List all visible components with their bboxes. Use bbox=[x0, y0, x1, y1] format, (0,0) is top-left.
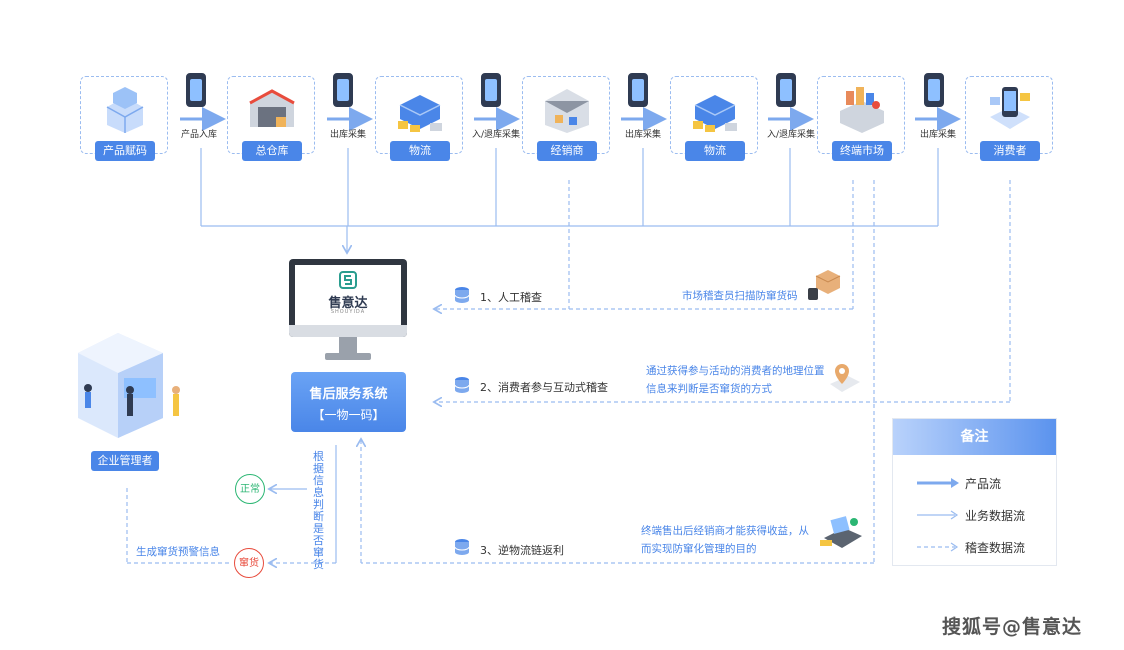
node-label: 物流 bbox=[390, 141, 450, 161]
check-method-1: 1、人工稽查 bbox=[480, 291, 542, 304]
judge-lines bbox=[270, 445, 337, 563]
logistics-icon bbox=[693, 95, 737, 132]
logo-icon bbox=[339, 271, 357, 289]
legend-line-business bbox=[917, 510, 959, 520]
step-label: 出库采集 bbox=[625, 130, 662, 140]
watermark: 搜狐号@售意达 bbox=[942, 616, 1083, 638]
logistics-icon bbox=[398, 95, 442, 132]
check-method-2: 2、消费者参与互动式稽查 bbox=[480, 381, 608, 394]
node-consumer[interactable]: 消费者 bbox=[965, 76, 1053, 161]
phone-icon bbox=[481, 73, 501, 107]
step-label: 入/退库采集 bbox=[472, 130, 521, 140]
status-normal: 正常 bbox=[235, 474, 265, 504]
legend-title: 备注 bbox=[893, 419, 1056, 455]
servers-icon bbox=[106, 87, 144, 133]
legend-label-inspection: 稽查数据流 bbox=[965, 541, 1026, 555]
enterprise-manager-label: 企业管理者 bbox=[91, 451, 159, 471]
check-note-2: 通过获得参与活动的消费者的地理位置 信息来判断是否窜货的方式 bbox=[646, 365, 825, 395]
database-icon bbox=[454, 377, 470, 393]
warning-text: 生成窜货预警信息 bbox=[136, 546, 220, 558]
after-sales-system[interactable]: 售后服务系统 【一物一码】 bbox=[291, 372, 406, 432]
node-label: 产品赋码 bbox=[95, 141, 155, 161]
warehouse-icon bbox=[249, 89, 295, 127]
node-main-warehouse[interactable]: 总仓库 bbox=[227, 76, 315, 161]
step-label: 入/退库采集 bbox=[767, 130, 816, 140]
phone-icon bbox=[186, 73, 206, 107]
check-note-1: 市场稽查员扫描防窜货码 bbox=[682, 290, 798, 302]
phone-icon bbox=[628, 73, 648, 107]
node-label: 物流 bbox=[685, 141, 745, 161]
node-label: 总仓库 bbox=[242, 141, 302, 161]
logo-text: 售意达 bbox=[328, 296, 368, 311]
legend-line-inspection bbox=[917, 542, 959, 552]
node-label: 终端市场 bbox=[832, 141, 892, 161]
system-subtitle: 【一物一码】 bbox=[312, 408, 385, 422]
node-logistics-1[interactable]: 物流 bbox=[375, 76, 463, 161]
consumer-icon bbox=[990, 87, 1030, 129]
judge-text: 根据信息判断是否窜货 bbox=[313, 450, 324, 571]
legend: 备注 产品流 业务数据流 稽查数据流 bbox=[892, 418, 1057, 566]
system-monitor: 售意达 SHOUYIDA bbox=[289, 259, 407, 369]
database-icon bbox=[454, 539, 470, 555]
node-label: 经销商 bbox=[537, 141, 597, 161]
status-abnormal: 窜货 bbox=[234, 548, 264, 578]
step-label: 产品入库 bbox=[181, 130, 218, 140]
database-icon bbox=[454, 287, 470, 303]
node-product-coding[interactable]: 产品赋码 bbox=[80, 76, 168, 161]
inspection-data-lines bbox=[126, 180, 1011, 563]
enterprise-building-icon bbox=[78, 333, 180, 438]
node-label: 消费者 bbox=[980, 141, 1040, 161]
phone-icon bbox=[776, 73, 796, 107]
legend-label-business: 业务数据流 bbox=[965, 509, 1026, 523]
check-note-3: 终端售出后经销商才能获得收益，从 而实现防窜化管理的目的 bbox=[641, 525, 809, 555]
legend-line-product bbox=[917, 478, 959, 488]
check-method-3: 3、逆物流链返利 bbox=[480, 544, 564, 557]
distributor-icon bbox=[545, 89, 589, 133]
store-icon bbox=[840, 87, 884, 133]
pos-terminal-icon bbox=[820, 516, 862, 548]
phone-icon bbox=[333, 73, 353, 107]
step-label: 出库采集 bbox=[920, 130, 957, 140]
step-label: 出库采集 bbox=[330, 130, 367, 140]
system-title: 售后服务系统 bbox=[309, 387, 388, 402]
legend-label-product: 产品流 bbox=[965, 477, 1002, 491]
node-terminal-market[interactable]: 终端市场 bbox=[817, 76, 905, 161]
scanner-icon bbox=[808, 270, 841, 300]
logo-subtext: SHOUYIDA bbox=[330, 309, 366, 315]
node-distributor[interactable]: 经销商 bbox=[522, 76, 610, 161]
node-logistics-2[interactable]: 物流 bbox=[670, 76, 758, 161]
location-icon bbox=[830, 364, 860, 392]
phone-icon bbox=[924, 73, 944, 107]
